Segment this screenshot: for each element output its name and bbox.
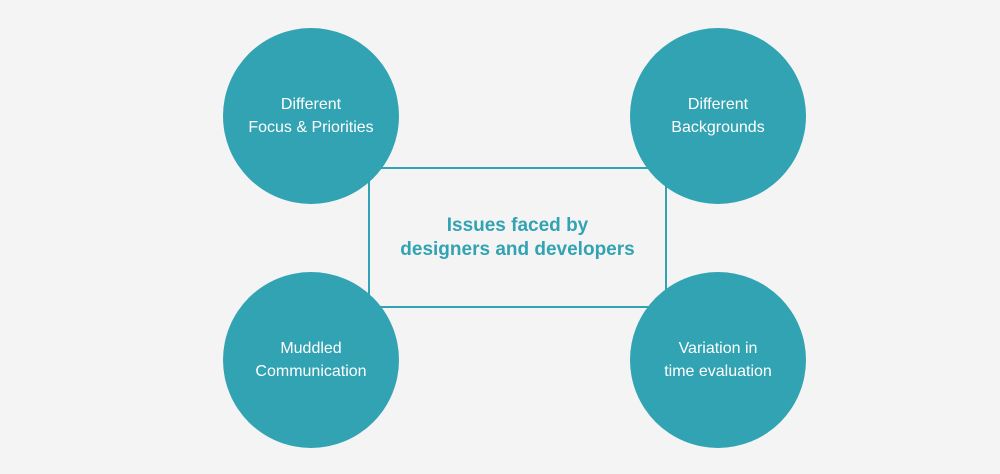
issue-circle-backgrounds: Different Backgrounds [630, 28, 806, 204]
central-issue-title: Issues faced by designers and developers [400, 214, 635, 260]
issue-circle-focus-priorities: Different Focus & Priorities [223, 28, 399, 204]
issue-circle-time-evaluation: Variation in time evaluation [630, 272, 806, 448]
issue-circle-communication: Muddled Communication [223, 272, 399, 448]
issue-label: Muddled Communication [255, 340, 367, 380]
central-issue-box: Issues faced by designers and developers [368, 167, 667, 308]
issue-label: Different Backgrounds [671, 96, 765, 136]
issue-label: Variation in time evaluation [664, 340, 772, 380]
issue-label: Different Focus & Priorities [248, 96, 374, 136]
